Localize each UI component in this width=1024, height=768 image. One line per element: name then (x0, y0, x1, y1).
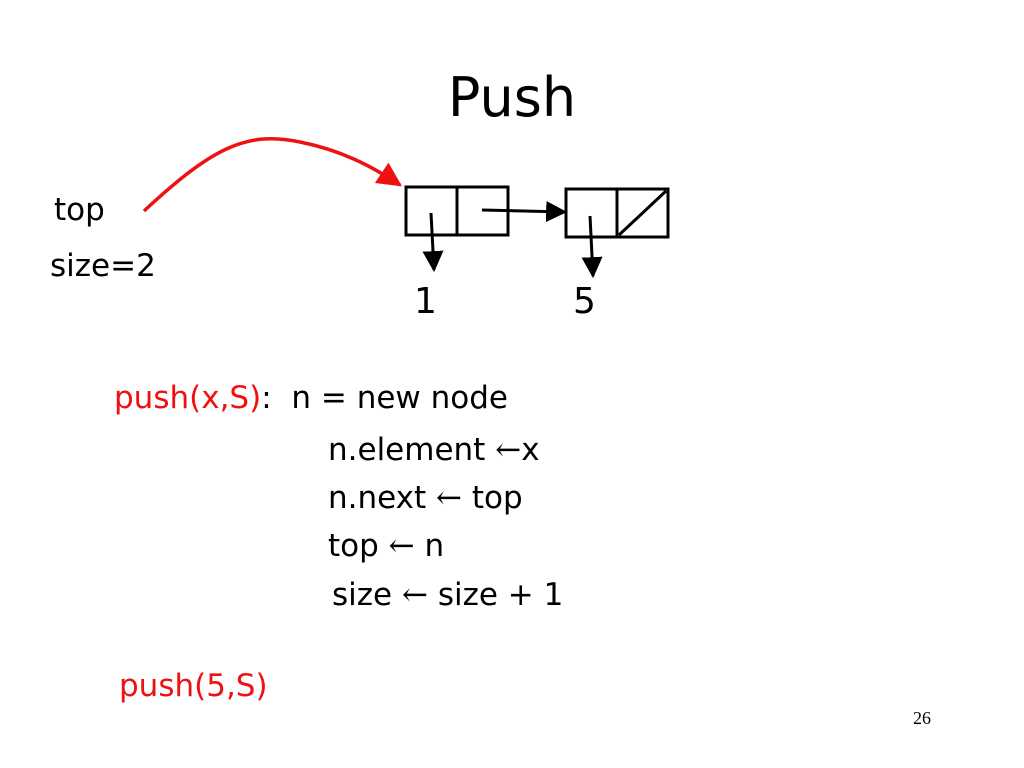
new-node-statement: n = new node (291, 380, 508, 416)
top-target: top (328, 528, 379, 564)
code-line-5: size ← size + 1 (332, 577, 563, 613)
node-2-value: 5 (573, 281, 596, 322)
null-pointer-slash (617, 189, 668, 237)
code-line-4: top ← n (328, 528, 444, 564)
assign-arrow: ← (436, 480, 463, 516)
list-node-2 (564, 187, 670, 239)
code-line-3: n.next ← top (328, 480, 523, 516)
assign-arrow: ← (388, 528, 415, 564)
top-variable-label: top (54, 192, 105, 228)
node-2-next-cell (615, 187, 670, 239)
page-number: 26 (913, 708, 931, 728)
push-signature: push(x,S) (114, 380, 262, 416)
node-2-element-arrow (581, 215, 603, 279)
size-variable-label: size=2 (50, 248, 156, 284)
code-line-1: push(x,S): n = new node (114, 380, 508, 416)
element-source: x (521, 432, 540, 468)
size-source: size + 1 (437, 577, 564, 613)
size-target: size (332, 577, 393, 613)
code-line-2: n.element ←x (328, 432, 540, 468)
assign-arrow: ← (495, 432, 522, 468)
next-source: top (471, 480, 523, 516)
element-target: n.element (328, 432, 486, 468)
next-target: n.next (328, 480, 427, 516)
example-call: push(5,S) (119, 668, 268, 704)
slide-title: Push (447, 66, 577, 129)
top-source: n (424, 528, 445, 564)
next-pointer-arrow (481, 201, 568, 223)
node-1-element-arrow (422, 212, 444, 273)
node-1-value: 1 (414, 281, 437, 322)
signature-colon: : (261, 380, 272, 416)
top-pointer-arrow (142, 137, 403, 213)
assign-arrow: ← (401, 577, 428, 613)
